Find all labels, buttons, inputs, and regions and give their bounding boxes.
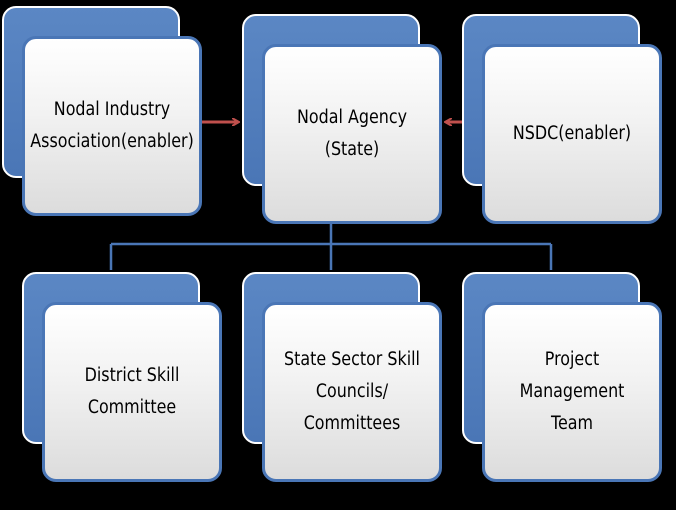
- node-label: Nodal Agency (State): [297, 107, 407, 160]
- node-front-card: State Sector Skill Councils/ Committees: [262, 302, 442, 482]
- node-label: State Sector Skill Councils/ Committees: [284, 349, 420, 434]
- node-label: District Skill Committee: [84, 365, 180, 418]
- node-front-card: NSDC(enabler): [482, 44, 662, 224]
- node-front-card: District Skill Committee: [42, 302, 222, 482]
- node-front-card: Nodal Industry Association(enabler): [22, 36, 202, 216]
- node-label: NSDC(enabler): [512, 123, 632, 144]
- node-label: Nodal Industry Association(enabler): [30, 99, 194, 152]
- node-label: Project Management Team: [519, 349, 625, 434]
- node-front-card: Project Management Team: [482, 302, 662, 482]
- node-front-card: Nodal Agency (State): [262, 44, 442, 224]
